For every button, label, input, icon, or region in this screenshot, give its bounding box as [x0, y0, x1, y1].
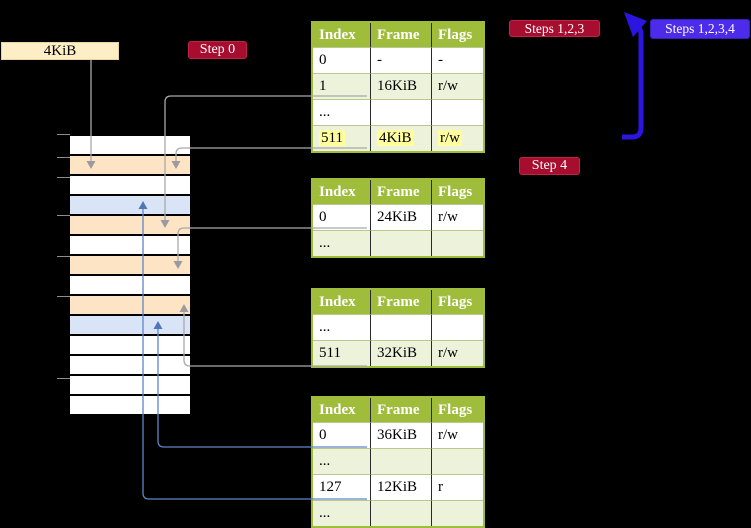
memory-size-label: 4KiB: [1, 42, 119, 60]
table-cell: ...: [313, 230, 370, 256]
table-header-cell: Frame: [370, 290, 431, 314]
table-header-cell: Flags: [431, 180, 483, 204]
arrow-up-left-icon: [624, 12, 647, 37]
table-header-cell: Index: [313, 180, 370, 204]
table-cell: 24KiB: [370, 204, 431, 230]
table-cell: 1: [313, 73, 370, 99]
memory-frame-row: [70, 236, 190, 254]
table-cell: [431, 448, 483, 474]
table-cell: 36KiB: [370, 422, 431, 448]
table-header-cell: Flags: [431, 290, 483, 314]
memory-frame-row: [70, 276, 190, 294]
memory-frame-row: [70, 256, 190, 274]
memory-tick: [57, 296, 70, 297]
table-row: ...: [313, 230, 483, 256]
memory-tick: [57, 157, 70, 158]
table-cell: [431, 230, 483, 256]
memory-frame-row: [70, 136, 190, 154]
table-row: 0--: [313, 47, 483, 73]
table-cell: 511: [313, 125, 370, 151]
table-cell: r/w: [431, 422, 483, 448]
table-header-cell: Flags: [431, 23, 483, 47]
table-header-cell: Frame: [370, 23, 431, 47]
table-cell: r/w: [431, 204, 483, 230]
highlighted-value: 511: [319, 130, 345, 146]
memory-frame-row: [70, 356, 190, 374]
table-cell: [370, 448, 431, 474]
table-cell: 0: [313, 47, 370, 73]
memory-frame-row: [70, 176, 190, 194]
table-cell: 12KiB: [370, 474, 431, 500]
memory-frame-row: [70, 156, 190, 174]
loop-back-arrow: [622, 12, 647, 140]
table-row: 511 4KiB r/w: [313, 125, 483, 151]
table-row: ...: [313, 500, 483, 526]
table-cell: 127: [313, 474, 370, 500]
table-cell: -: [370, 47, 431, 73]
table-header-cell: Frame: [370, 398, 431, 422]
table-row: ...: [313, 314, 483, 340]
table-cell: 511: [313, 340, 370, 366]
table-cell: ...: [313, 500, 370, 526]
table-cell: 4KiB: [370, 125, 431, 151]
table-cell: -: [431, 47, 483, 73]
table-header-cell: Frame: [370, 180, 431, 204]
table-cell: [370, 314, 431, 340]
table-cell: 0: [313, 422, 370, 448]
table-header-cell: Index: [313, 23, 370, 47]
steps1234-badge: Steps 1,2,3,4: [650, 19, 750, 39]
table-cell: 0: [313, 204, 370, 230]
table-cell: r/w: [431, 340, 483, 366]
table-header-cell: Flags: [431, 398, 483, 422]
highlighted-value: 4KiB: [377, 130, 414, 146]
memory-frame-row: [70, 336, 190, 354]
memory-tick: [57, 378, 70, 379]
table-cell: r/w: [431, 73, 483, 99]
table-cell: [370, 99, 431, 125]
memory-frame-row: [70, 296, 190, 314]
table-cell: [431, 99, 483, 125]
memory-tick: [57, 215, 70, 216]
table-cell: [431, 500, 483, 526]
memory-frame-row: [70, 196, 190, 214]
table-cell: ...: [313, 448, 370, 474]
table-row: ...: [313, 99, 483, 125]
memory-tick: [57, 177, 70, 178]
table-cell: [370, 500, 431, 526]
step0-badge: Step 0: [188, 41, 247, 59]
table-header-cell: Index: [313, 290, 370, 314]
table-cell: [431, 314, 483, 340]
highlighted-value: r/w: [438, 130, 462, 146]
table-cell: ...: [313, 99, 370, 125]
table-row: ...: [313, 448, 483, 474]
memory-frame-row: [70, 376, 190, 394]
memory-frame-row: [70, 396, 190, 414]
table-cell: [370, 230, 431, 256]
steps123-badge: Steps 1,2,3: [509, 20, 600, 37]
table-cell: ...: [313, 314, 370, 340]
loop-back-line: [622, 24, 644, 140]
table-cell: 32KiB: [370, 340, 431, 366]
memory-tick: [57, 256, 70, 257]
table-cell: r/w: [431, 125, 483, 151]
step4-badge: Step 4: [519, 157, 580, 175]
memory-frame-row: [70, 316, 190, 334]
table-header-cell: Index: [313, 398, 370, 422]
memory-frame-row: [70, 216, 190, 234]
memory-tick: [57, 134, 70, 135]
table-cell: r: [431, 474, 483, 500]
table-cell: 16KiB: [370, 73, 431, 99]
